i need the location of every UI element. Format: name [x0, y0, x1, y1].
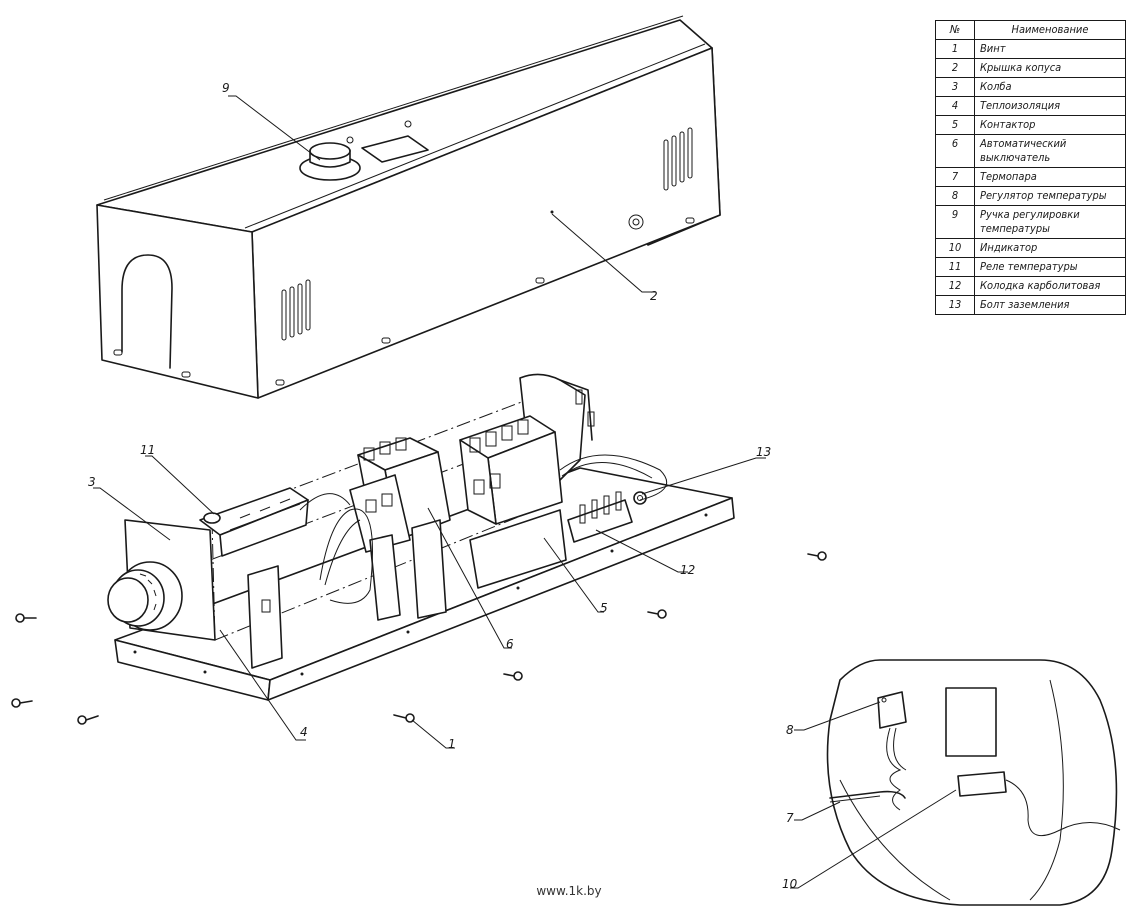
- row-number: 6: [935, 134, 975, 168]
- callout-1: 1: [448, 737, 456, 751]
- temperature-relay: [199, 487, 309, 557]
- leader-lines: [93, 95, 957, 889]
- row-name: Теплоизоляция: [974, 96, 1126, 116]
- callout-numbers: 9 2 3 11 4 5 6 12 13 1 8 7 10: [88, 81, 798, 891]
- row-name: Контактор: [974, 115, 1126, 135]
- callout-5: 5: [600, 601, 608, 615]
- callout-6: 6: [506, 637, 514, 651]
- callout-8: 8: [786, 723, 794, 737]
- row-name: Регулятор температуры: [974, 186, 1126, 206]
- contactor: [459, 415, 567, 589]
- header-name: Наименование: [974, 20, 1126, 40]
- callout-10: 10: [782, 877, 798, 891]
- row-number: 5: [935, 115, 975, 135]
- callout-3: 3: [88, 475, 96, 489]
- row-number: 2: [935, 58, 975, 78]
- detail-view: [826, 659, 1121, 906]
- row-name: Автоматический выключатель: [974, 134, 1126, 168]
- row-name: Индикатор: [974, 238, 1126, 258]
- row-number: 7: [935, 167, 975, 187]
- callout-12: 12: [680, 563, 695, 577]
- screws: [11, 551, 827, 725]
- row-name: Винт: [974, 39, 1126, 59]
- watermark-text: www.1k.by: [536, 884, 602, 898]
- circuit-breaker: [349, 437, 451, 621]
- callout-9: 9: [222, 81, 230, 95]
- row-number: 8: [935, 186, 975, 206]
- row-number: 10: [935, 238, 975, 258]
- header-number: №: [935, 20, 975, 40]
- callout-11: 11: [140, 443, 155, 457]
- callout-4: 4: [300, 725, 308, 739]
- row-number: 9: [935, 205, 975, 239]
- row-number: 11: [935, 257, 975, 277]
- row-number: 1: [935, 39, 975, 59]
- terminal-block: [567, 491, 633, 543]
- callout-13: 13: [756, 445, 771, 459]
- heater-flask: [107, 373, 595, 641]
- row-name: Реле температуры: [974, 257, 1126, 277]
- callout-7: 7: [786, 811, 794, 825]
- row-name: Крышка копуса: [974, 58, 1126, 78]
- row-name: Болт заземления: [974, 295, 1126, 315]
- row-name: Колодка карболитовая: [974, 276, 1126, 296]
- callout-2: 2: [650, 289, 658, 303]
- row-name: Ручка регулировки температуры: [974, 205, 1126, 239]
- row-number: 13: [935, 295, 975, 315]
- row-number: 4: [935, 96, 975, 116]
- row-number: 12: [935, 276, 975, 296]
- row-name: Колба: [974, 77, 1126, 97]
- bracket-and-wires: [247, 454, 668, 669]
- row-name: Термопара: [974, 167, 1126, 187]
- parts-table-header: № Наименование: [935, 20, 1126, 40]
- row-number: 3: [935, 77, 975, 97]
- housing-cover: [96, 15, 721, 399]
